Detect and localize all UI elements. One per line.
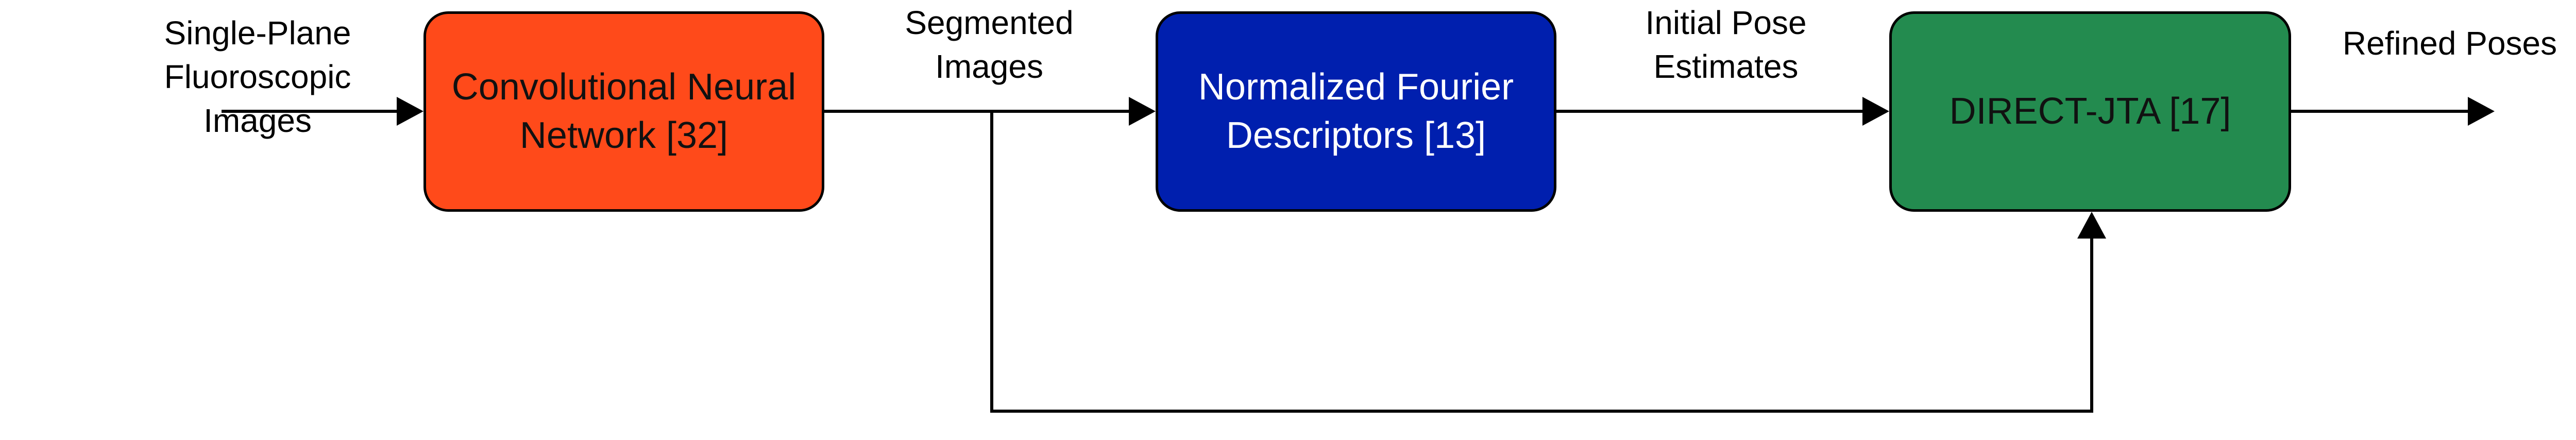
- arrow-input-to-cnn: [222, 97, 423, 126]
- cnn-box-label: Convolutional Neural Network [32]: [451, 66, 796, 156]
- arrow-cnn-to-nfd: [824, 97, 1156, 126]
- arrow-nfd-to-jta: [1556, 97, 1889, 126]
- cnn-box: Convolutional Neural Network [32]: [423, 11, 824, 212]
- arrow-jta-to-output: [2291, 97, 2495, 126]
- nfd-box: Normalized Fourier Descriptors [13]: [1156, 11, 1556, 212]
- input-label: Single-Plane Fluoroscopic Images: [164, 14, 351, 140]
- jta-box-label: DIRECT-JTA [17]: [1949, 90, 2231, 132]
- refined-poses-label: Refined Poses: [2342, 25, 2557, 62]
- arrow-segmented-to-jta: [990, 111, 2106, 413]
- initial-pose-label: Initial Pose Estimates: [1645, 4, 1807, 86]
- nfd-box-label: Normalized Fourier Descriptors [13]: [1198, 66, 1514, 156]
- segmented-images-label: Segmented Images: [905, 4, 1074, 86]
- jta-box: DIRECT-JTA [17]: [1889, 11, 2291, 212]
